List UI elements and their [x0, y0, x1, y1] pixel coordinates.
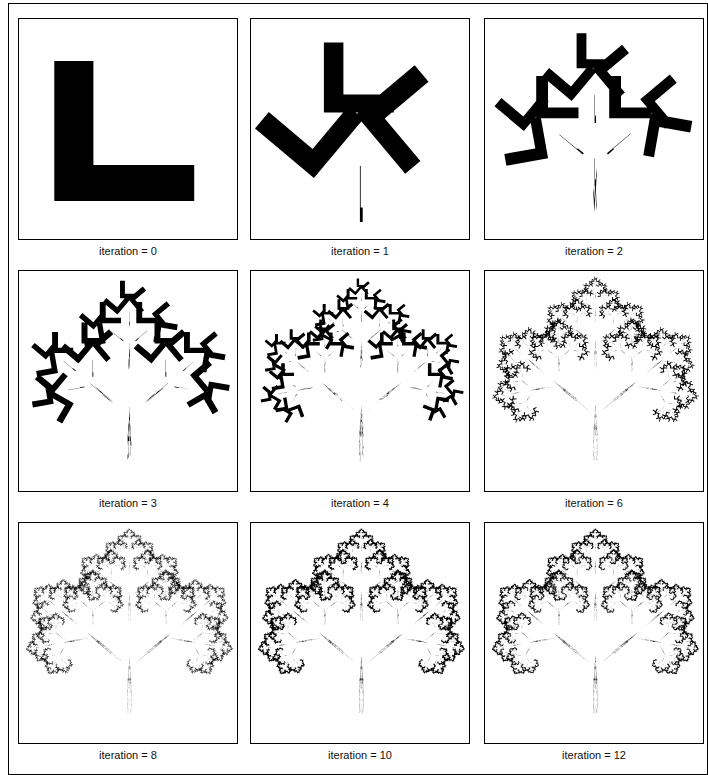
iteration-caption: iteration = 10	[250, 748, 470, 762]
fractal-shape	[255, 43, 429, 222]
iteration-panel	[258, 528, 465, 739]
panel-frame	[19, 523, 238, 744]
iteration-panel	[261, 278, 464, 487]
fractal-shape	[492, 528, 699, 739]
fractal-shape	[495, 33, 693, 230]
panel-frame	[251, 271, 470, 492]
iteration-caption: iteration = 1	[250, 244, 470, 258]
panel-frame	[251, 19, 470, 240]
panel-frame	[485, 523, 704, 744]
iteration-panel	[492, 528, 699, 739]
panel-frame	[485, 271, 704, 492]
iteration-caption: iteration = 6	[484, 496, 704, 510]
iteration-panel	[26, 528, 233, 739]
iteration-caption: iteration = 3	[18, 496, 238, 510]
fractal-shape	[31, 281, 230, 486]
fractal-shape	[261, 278, 464, 487]
panel-frame	[485, 19, 704, 240]
iteration-caption: iteration = 4	[250, 496, 470, 510]
iteration-panel	[31, 281, 230, 486]
fractal-shape	[54, 61, 194, 201]
panel-frame	[251, 523, 470, 744]
iteration-panel	[255, 43, 429, 222]
fractal-shape	[258, 528, 465, 739]
fractal-shape	[492, 277, 699, 488]
iteration-caption: iteration = 2	[484, 244, 704, 258]
iteration-panel	[54, 61, 194, 201]
fractal-shape	[26, 528, 233, 739]
iteration-caption: iteration = 0	[18, 244, 238, 258]
iteration-panel	[492, 277, 699, 488]
panel-frame	[19, 271, 238, 492]
outer-frame	[9, 4, 708, 775]
iteration-caption: iteration = 12	[484, 748, 704, 762]
iteration-panel	[495, 33, 693, 230]
iteration-caption: iteration = 8	[18, 748, 238, 762]
panel-frame	[19, 19, 238, 240]
